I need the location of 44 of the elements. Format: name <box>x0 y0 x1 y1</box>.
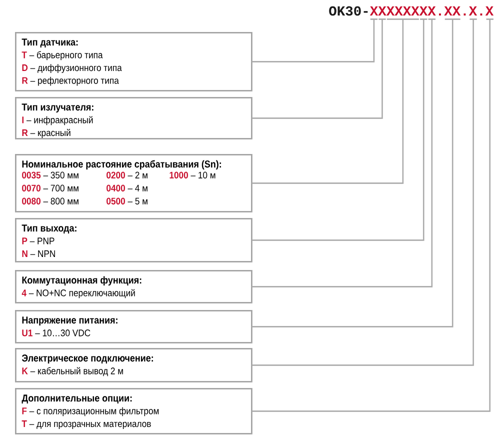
option-box <box>15 388 252 434</box>
leader-line <box>252 18 428 241</box>
option-entry: 0400 – 4 м <box>106 184 148 192</box>
section-heading: Тип датчика: <box>22 38 78 48</box>
option-entry: R – красный <box>22 128 70 138</box>
leader-line <box>252 18 386 119</box>
section-heading: Тип выхода: <box>22 224 76 234</box>
option-entry: U1 – 10…30 VDC <box>22 330 90 336</box>
option-box <box>15 97 252 140</box>
leader-line <box>252 18 436 288</box>
option-entry: T – барьерного типа <box>22 51 103 60</box>
option-entry: 1000 – 10 м <box>170 172 216 178</box>
option-entry: I – инфракрасный <box>22 116 93 126</box>
section-heading: Напряжение питания: <box>22 316 118 326</box>
option-box <box>15 218 252 262</box>
option-entry: 0035 – 350 мм <box>22 172 78 178</box>
section-heading: Коммутационная функция: <box>22 276 142 286</box>
leader-line <box>252 18 494 412</box>
leader-line <box>252 18 460 328</box>
leader-line <box>252 18 477 366</box>
option-entry: F – с поляризационным фильтром <box>22 407 159 416</box>
section-heading: Тип излучателя: <box>22 104 94 113</box>
option-entry: 4 – NO+NC переключающий <box>22 289 135 298</box>
option-box <box>15 348 252 382</box>
option-entry: T – для прозрачных материалов <box>22 420 151 429</box>
option-entry: 0070 – 700 мм <box>22 184 78 192</box>
option-entry: 0200 – 2 м <box>106 172 148 178</box>
option-entry: K – кабельный вывод 2 м <box>22 367 123 376</box>
option-entry: R – рефлекторного типа <box>22 76 119 86</box>
option-entry: 0500 – 5 м <box>106 198 148 204</box>
section-heading: Номинальное растояние срабатывания (Sn): <box>22 160 221 170</box>
leader-line <box>252 18 419 184</box>
leader-line <box>252 18 378 62</box>
option-box <box>15 32 252 92</box>
option-entry: N – NPN <box>22 250 55 257</box>
option-entry: 0080 – 800 мм <box>22 198 78 204</box>
section-heading: Электрическое подключение: <box>22 354 153 364</box>
option-box <box>15 154 252 212</box>
option-entry: D – диффузионного типа <box>22 64 122 73</box>
section-heading: Дополнительные опции: <box>22 394 132 404</box>
option-entry: P – PNP <box>22 238 54 244</box>
option-box <box>15 270 252 304</box>
option-box <box>15 310 252 344</box>
order-code: OK30-XXXXXXXX.XX.X.X <box>329 6 494 16</box>
